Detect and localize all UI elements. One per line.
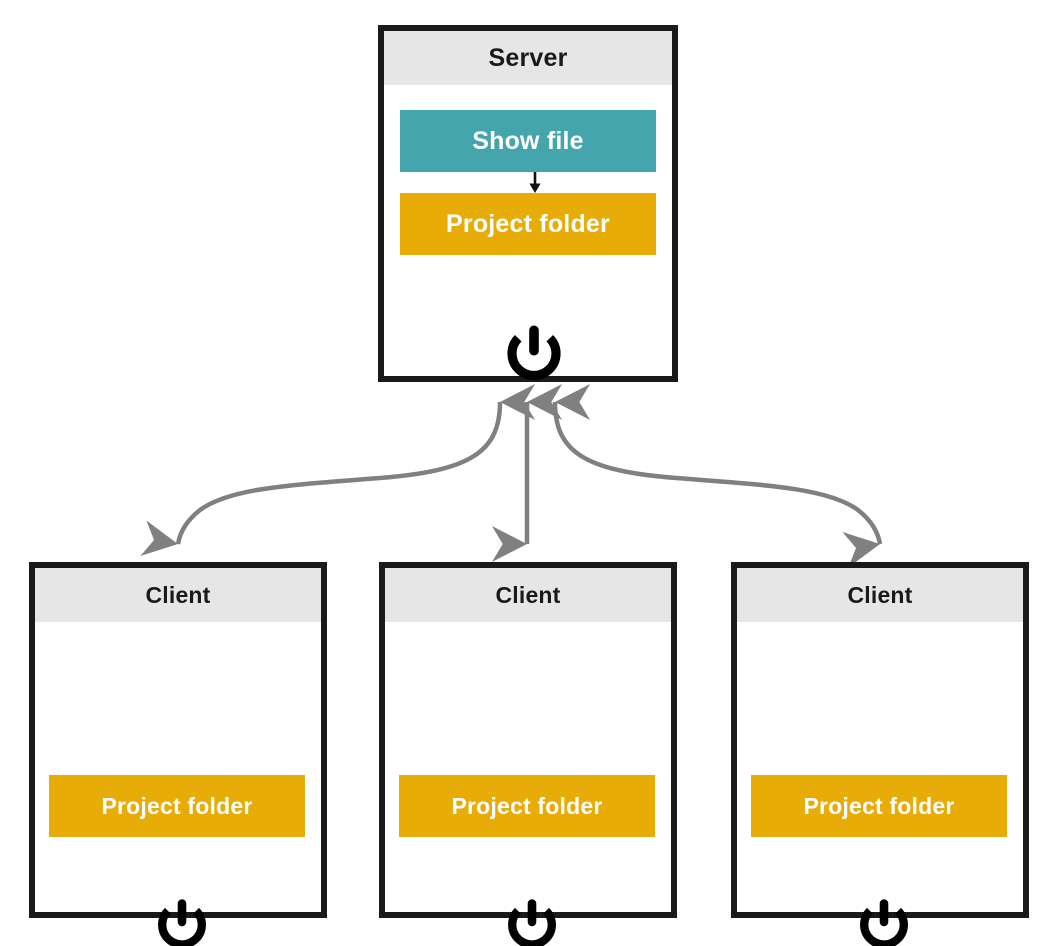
- client-1-header-label: Client: [35, 568, 321, 622]
- client-2-project-folder-label: Project folder: [451, 792, 603, 819]
- server-show-file-label: Show file: [472, 126, 584, 155]
- power-icon[interactable]: [157, 898, 207, 946]
- client-box-3[interactable]: Client Project folder: [731, 562, 1029, 946]
- server-box[interactable]: Server Show file Project folder: [378, 25, 678, 382]
- client-box-1[interactable]: Client Project folder: [29, 562, 327, 946]
- power-icon[interactable]: [859, 898, 909, 946]
- power-icon[interactable]: [506, 324, 562, 386]
- client-3-header-label: Client: [737, 568, 1023, 622]
- client-1-project-folder-chip[interactable]: Project folder: [49, 775, 305, 837]
- power-icon[interactable]: [507, 898, 557, 946]
- server-show-file-chip[interactable]: Show file: [400, 110, 656, 172]
- client-2-project-folder-chip[interactable]: Project folder: [399, 775, 655, 837]
- show-file-to-project-folder-arrow: [529, 172, 541, 193]
- client-3-project-folder-chip[interactable]: Project folder: [751, 775, 1007, 837]
- server-to-client-1-link: [140, 384, 536, 556]
- server-project-folder-chip[interactable]: Project folder: [400, 193, 656, 255]
- client-2-header-label: Client: [385, 568, 671, 622]
- server-project-folder-label: Project folder: [446, 209, 610, 238]
- client-box-2[interactable]: Client Project folder: [379, 562, 677, 946]
- server-header-label: Server: [384, 31, 672, 85]
- server-to-client-3-link: [552, 383, 883, 568]
- client-3-project-folder-label: Project folder: [803, 792, 955, 819]
- client-1-project-folder-label: Project folder: [101, 792, 253, 819]
